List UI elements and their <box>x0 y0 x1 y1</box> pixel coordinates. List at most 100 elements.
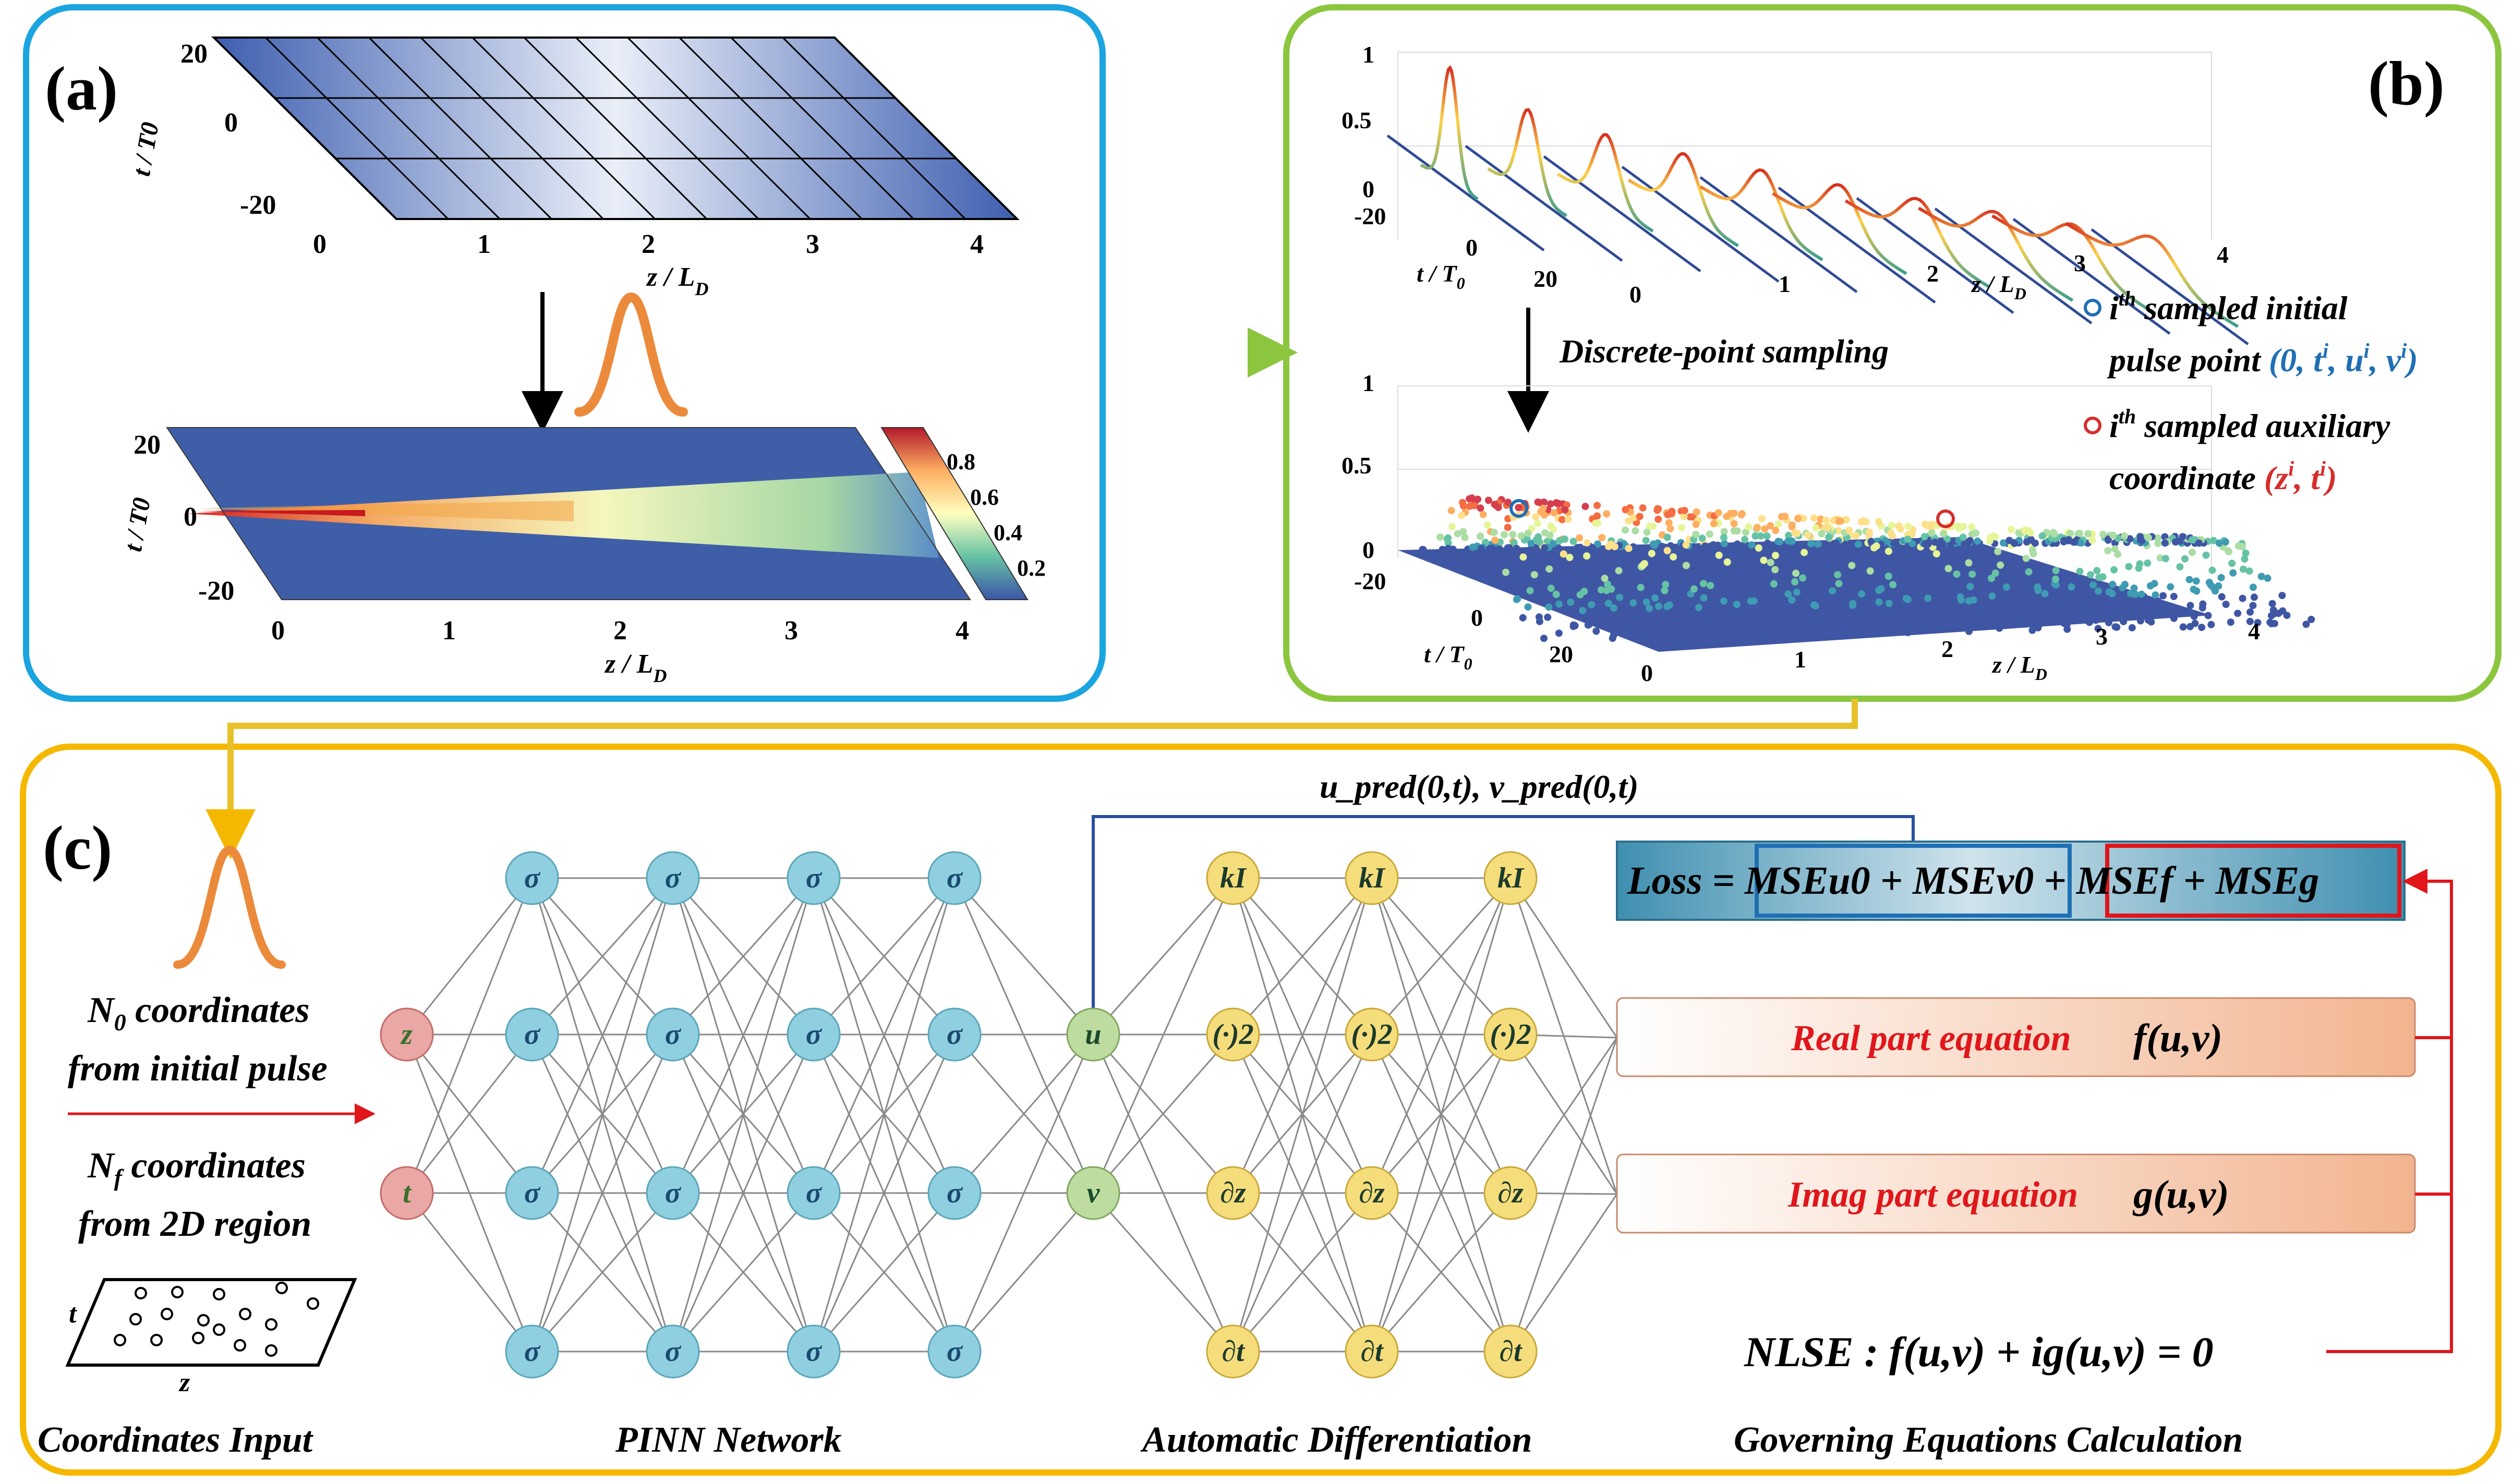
legend-red-circle <box>2084 417 2101 434</box>
scatter-point <box>1723 558 1731 566</box>
scatter-point <box>1567 599 1575 606</box>
scatter-point <box>1757 532 1765 540</box>
scatter-point <box>2121 580 2129 588</box>
scatter-point <box>2302 621 2310 628</box>
scatter-point <box>2192 577 2200 585</box>
scatter-point <box>2217 574 2225 581</box>
scatter-point <box>1735 542 1743 550</box>
hidden-node-label: σ <box>947 862 963 894</box>
b-top-za-2: 1 <box>1779 271 1791 297</box>
scatter-point <box>1692 520 1700 528</box>
scatter-point <box>1987 575 1995 582</box>
b-top-za-1: 0 <box>1629 281 1641 308</box>
scatter-point <box>1608 621 1616 629</box>
scatter-point <box>1621 624 1628 632</box>
scatter-point <box>2077 539 2084 547</box>
scatter-point <box>1755 544 1762 552</box>
scatter-point <box>2115 598 2123 605</box>
scatter-point <box>1646 626 1653 634</box>
grid-col-line <box>679 37 863 220</box>
pulse-curve <box>1556 133 1654 233</box>
grid-col-line <box>265 37 449 220</box>
scatter-point <box>1555 629 1563 637</box>
scatter-point <box>2242 549 2250 557</box>
scatter-point <box>1874 614 1881 622</box>
autodiff-node <box>1345 1166 1399 1220</box>
network-edge <box>1232 878 1373 1194</box>
scatter-point <box>1835 580 1843 588</box>
network-edge <box>953 1193 1094 1352</box>
scatter-point <box>1938 540 1946 548</box>
b-bot-tt-2: 0 <box>1471 604 1483 631</box>
scatter-point <box>1592 519 1599 527</box>
pulse-base-line <box>1543 155 1701 273</box>
scatter-point <box>1690 585 1698 593</box>
scatter-point <box>2221 538 2229 546</box>
hidden-node <box>787 1324 841 1379</box>
scatter-point <box>1959 533 1967 541</box>
scatter-point <box>1479 510 1487 518</box>
scatter-point <box>2154 534 2161 542</box>
region-dot <box>275 1282 288 1294</box>
scatter-point <box>1970 596 1977 604</box>
network-edge <box>406 878 533 1035</box>
scatter-point <box>1663 533 1671 541</box>
grid-col-line <box>420 37 604 220</box>
scatter-point <box>2031 601 2038 609</box>
panel-a-top-surface <box>211 37 1020 220</box>
scatter-point <box>1678 627 1686 635</box>
scatter-point <box>1953 570 1961 578</box>
scatter-point <box>1662 581 1670 588</box>
panel-c-border <box>20 744 2502 1476</box>
scatter-point <box>1643 528 1651 536</box>
hidden-node <box>787 1166 841 1220</box>
scatter-point <box>1636 513 1644 520</box>
scatter-point <box>1714 509 1722 517</box>
b-top-ztick-1: 1 <box>1362 41 1374 68</box>
scatter-point <box>2189 549 2196 556</box>
scatter-point <box>1484 496 1492 504</box>
scatter-point <box>1505 544 1513 552</box>
scatter-point <box>2246 617 2254 625</box>
scatter-point <box>1890 607 1897 615</box>
scatter-point <box>1865 528 1873 536</box>
scatter-point <box>1833 616 1841 624</box>
scatter-point <box>1818 530 1826 538</box>
scatter-point <box>1773 624 1781 631</box>
scatter-point <box>2191 619 2199 627</box>
scatter-point <box>2218 593 2226 601</box>
scatter-point <box>2005 619 2013 627</box>
scatter-point <box>2170 592 2178 600</box>
scatter-point <box>2202 551 2210 559</box>
scatter-point <box>1666 525 1674 532</box>
scatter-point <box>1875 598 1883 606</box>
region-dot <box>135 1287 147 1299</box>
scatter-point <box>1971 605 1978 613</box>
autodiff-node-label: ∂t <box>1499 1335 1523 1368</box>
scatter-point <box>1639 562 1647 569</box>
scatter-point <box>1715 551 1723 559</box>
pulse-base-line <box>1934 207 2093 325</box>
scatter-point <box>2149 605 2157 613</box>
scatter-point <box>1807 540 1815 548</box>
scatter-point <box>1875 518 1882 526</box>
scatter-point <box>2154 540 2162 548</box>
scatter-point <box>1895 602 1903 610</box>
real-eq-func: f(u,v) <box>2133 1016 2222 1060</box>
network-edge <box>1371 878 1512 1194</box>
grid-col-line <box>317 37 501 220</box>
panel-a-top-xtick: 3 <box>806 229 819 259</box>
scatter-point <box>2224 547 2232 555</box>
scatter-point <box>1862 518 1870 526</box>
scatter-point <box>2257 573 2265 580</box>
b-top-z-label: z / LD <box>1971 271 2026 303</box>
scatter-point <box>2135 564 2143 572</box>
scatter-point <box>2234 610 2242 617</box>
network-edge <box>813 1034 956 1352</box>
scatter-point <box>2014 607 2022 615</box>
autodiff-node-label: ∂z <box>1220 1177 1246 1209</box>
scatter-point <box>1772 527 1780 534</box>
scatter-point <box>1546 531 1554 539</box>
scatter-point <box>1701 542 1709 550</box>
scatter-point <box>1622 506 1629 514</box>
